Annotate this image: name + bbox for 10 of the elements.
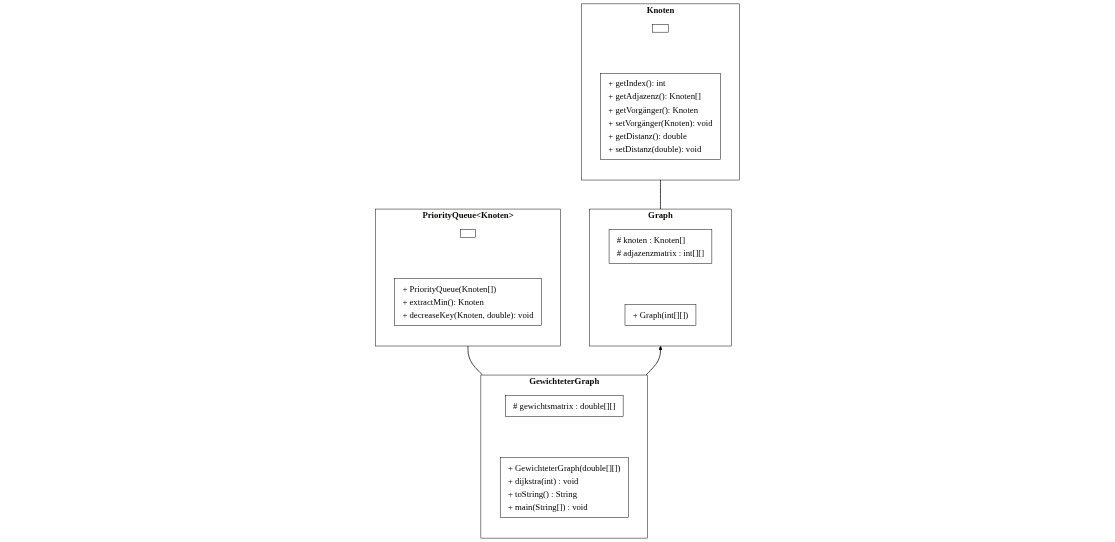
node-box bbox=[652, 24, 669, 33]
node-box: + Graph(int[][]) bbox=[624, 304, 697, 326]
node-box: # gewichtsmatrix : double[][] bbox=[505, 395, 624, 417]
connector bbox=[467, 345, 483, 376]
node-box: # knoten : Knoten[] # adjazenzmatrix : int[][] bbox=[608, 229, 713, 264]
node-box: + GewichteterGraph(double[][]) + dijkstra(int) : void + toString() : String + main(String[]) : void bbox=[500, 457, 629, 518]
node-box: + PriorityQueue(Knoten[]) + extractMin(): Knoten + decreaseKey(Knoten, double): void bbox=[394, 278, 542, 326]
node-box bbox=[460, 229, 476, 238]
node-box: + getIndex(): int + getAdjazenz(): Knoten[] + getVorgänger(): Knoten + setVorgänger(Knoten): void + getDistanz(): double + setDistanz(double): void bbox=[600, 73, 721, 160]
connector bbox=[660, 179, 661, 210]
